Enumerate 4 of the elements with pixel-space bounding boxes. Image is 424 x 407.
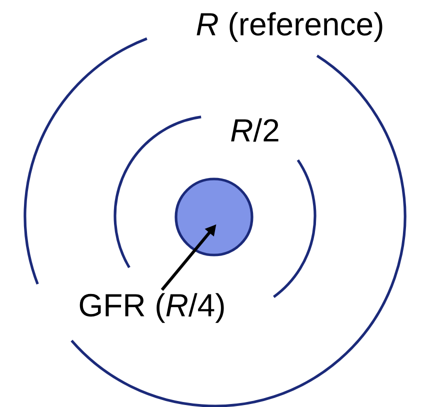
ring-label: R/2	[231, 118, 278, 142]
disc	[174, 178, 254, 256]
label-text: GFR (R/4)	[80, 293, 224, 323]
ring-label: R (reference)	[196, 12, 382, 42]
